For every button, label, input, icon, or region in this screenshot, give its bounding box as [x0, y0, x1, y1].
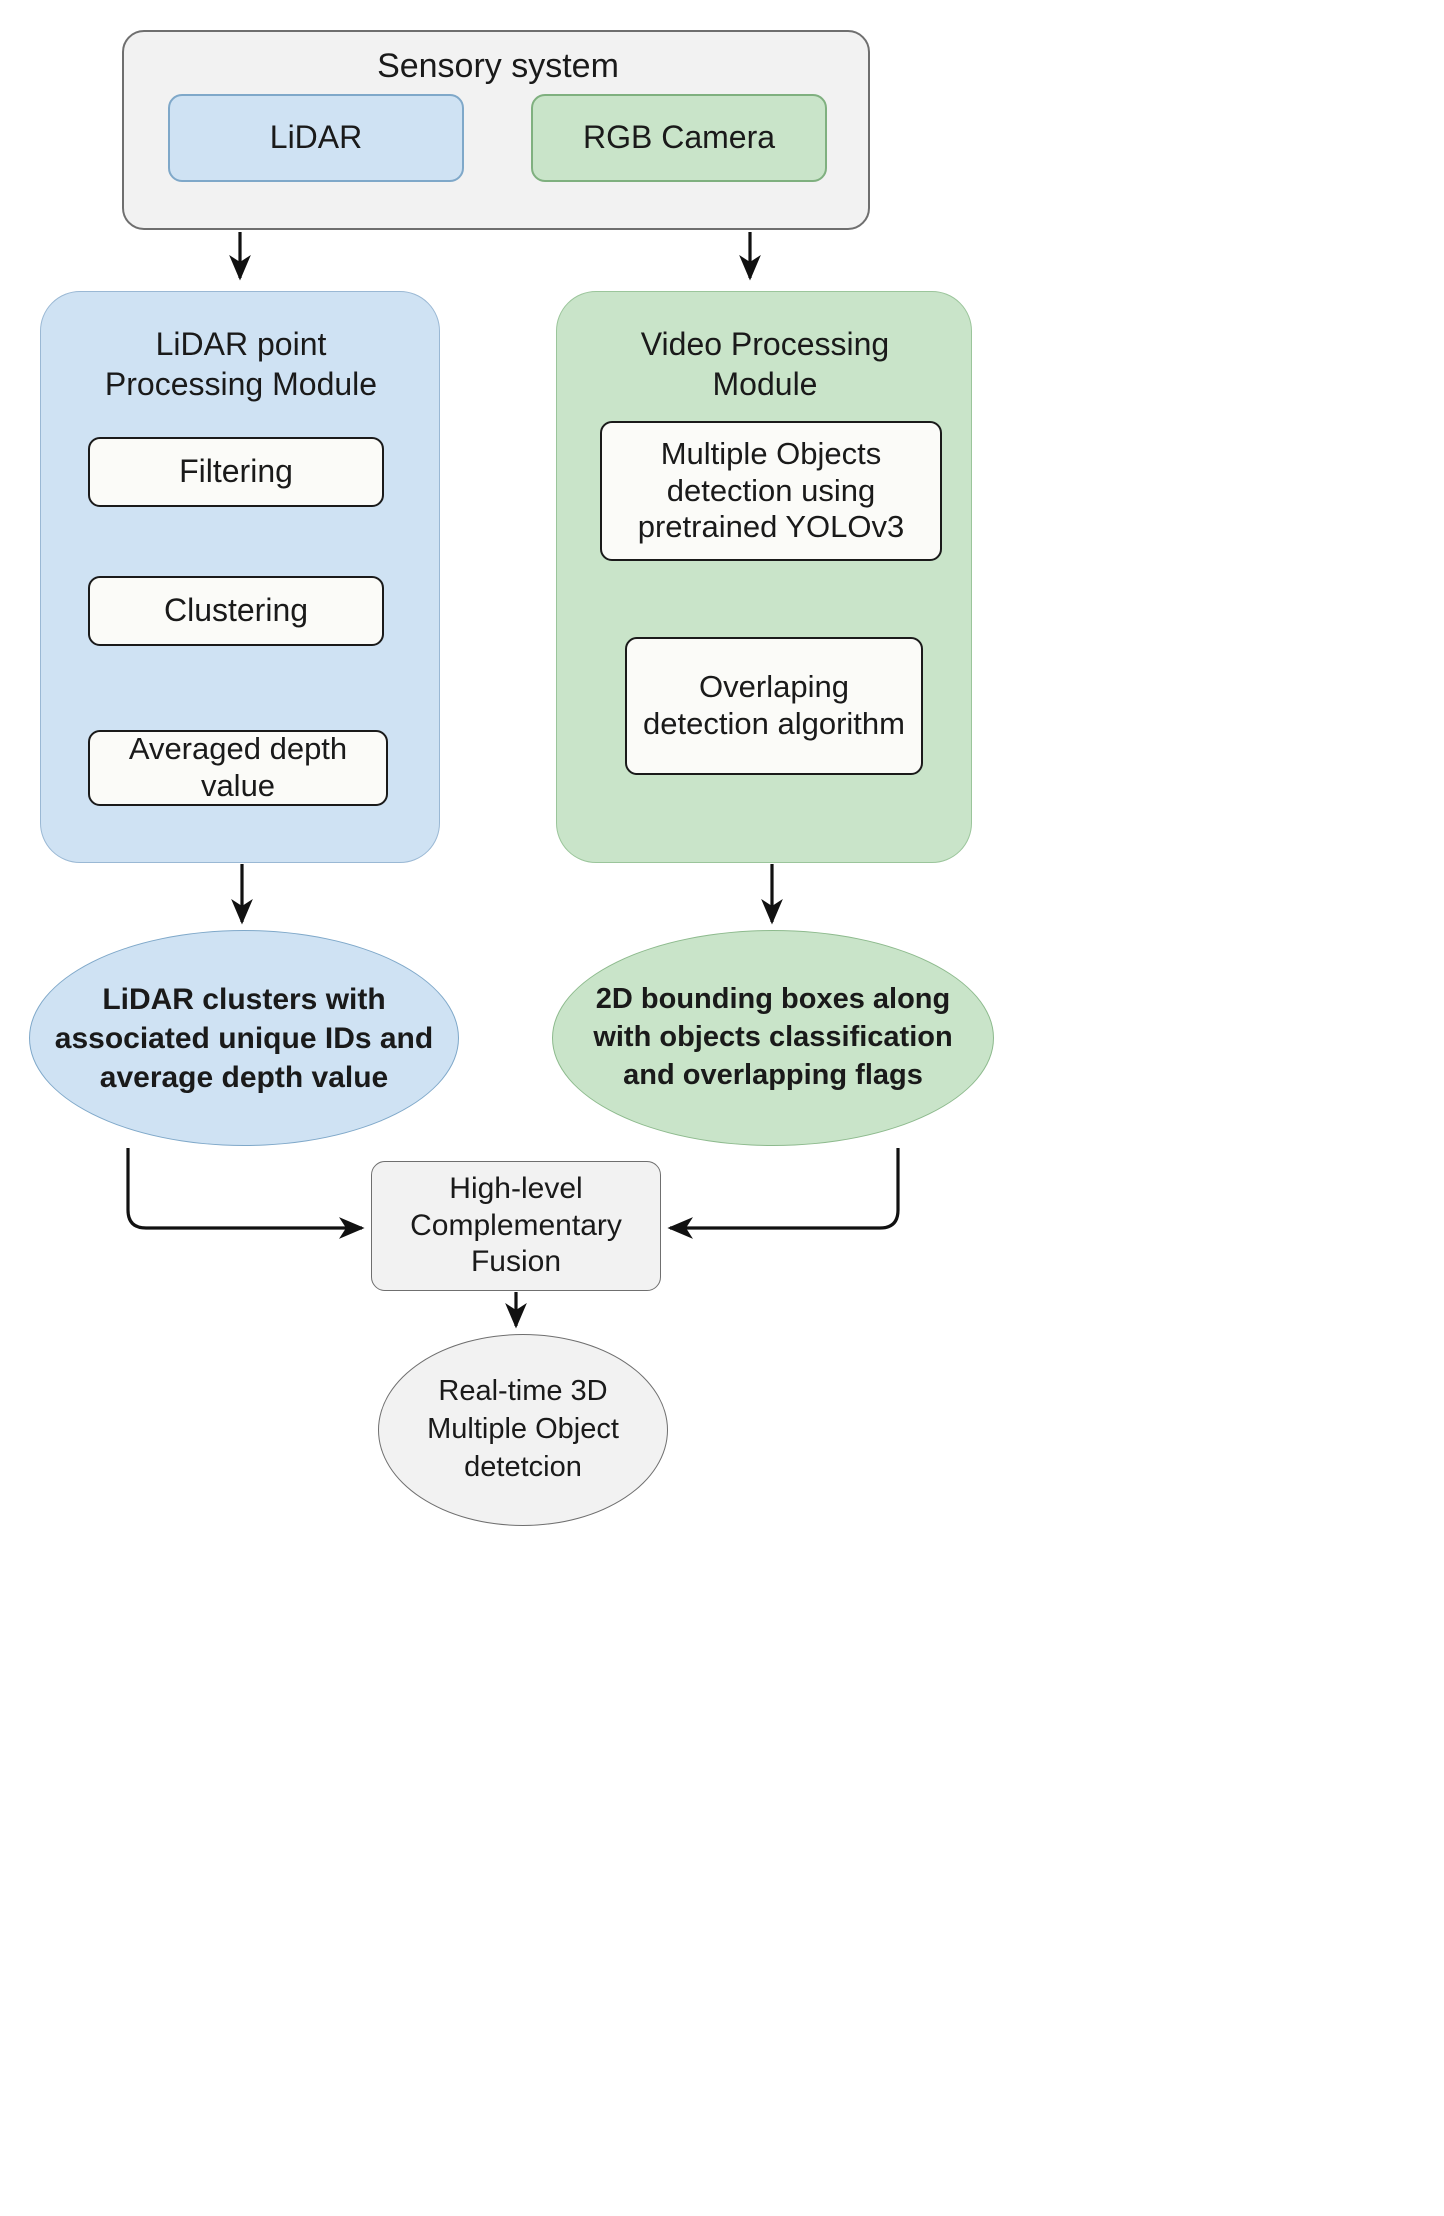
arrow-lidar-output-to-fusion: [126, 1148, 365, 1239]
high-level-complementary-fusion: High-level Complementary Fusion: [371, 1161, 661, 1291]
sensor-lidar: LiDAR: [168, 94, 464, 182]
video-processing-module: Video Processing Module: [556, 291, 972, 863]
sensor-rgb-camera: RGB Camera: [531, 94, 827, 182]
step-filtering: Filtering: [88, 437, 384, 507]
step-overlaping-detection-algorithm: Overlaping detection algorithm: [625, 637, 923, 775]
result-realtime-3d-detection: Real-time 3D Multiple Object detetcion: [378, 1334, 668, 1526]
step-clustering: Clustering: [88, 576, 384, 646]
step-yolov3-detection: Multiple Objects detection using pretrai…: [600, 421, 942, 561]
video-processing-module-title: Video Processing Module: [640, 326, 890, 402]
arrow-video-output-to-fusion: [667, 1148, 900, 1239]
lidar-processing-module-title: LiDAR point Processing Module: [104, 326, 378, 402]
step-averaged-depth-value: Averaged depth value: [88, 730, 388, 806]
sensory-system-title: Sensory system: [377, 47, 619, 85]
output-lidar-clusters: LiDAR clusters with associated unique ID…: [29, 930, 459, 1146]
output-2d-bounding-boxes: 2D bounding boxes along with objects cla…: [552, 930, 994, 1146]
